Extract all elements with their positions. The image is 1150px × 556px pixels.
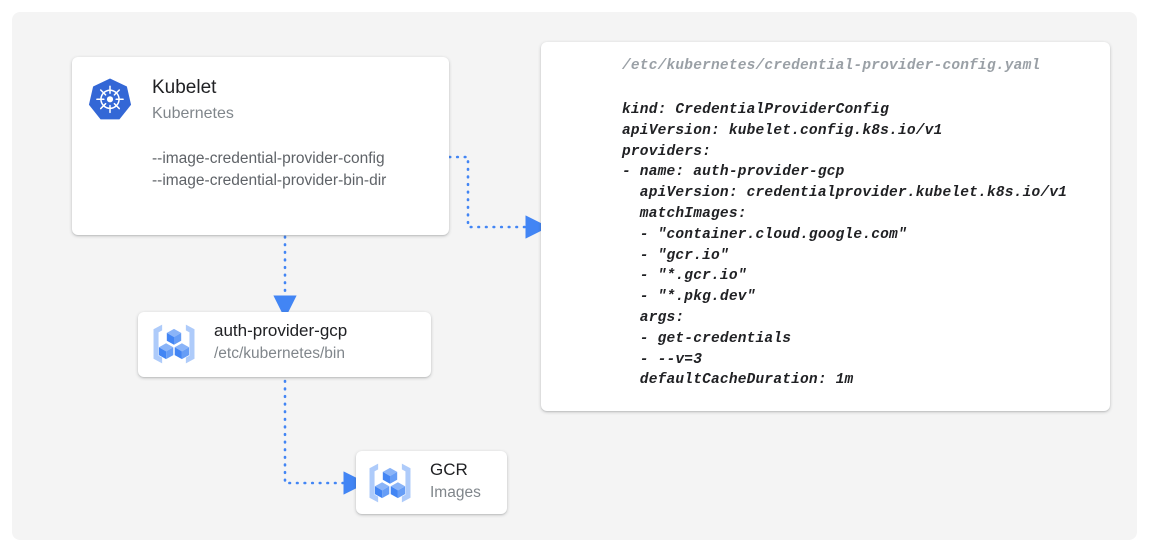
container-registry-icon [369, 463, 411, 503]
yaml-content: kind: CredentialProviderConfig apiVersio… [622, 102, 1068, 389]
gcr-card[interactable]: GCR Images [356, 451, 507, 514]
kubelet-flag-config: --image-credential-provider-config [152, 150, 385, 167]
kubelet-flag-bin-dir: --image-credential-provider-bin-dir [152, 172, 387, 189]
gcr-title: GCR [430, 460, 468, 479]
yaml-file-path: /etc/kubernetes/credential-provider-conf… [622, 58, 1041, 74]
kubelet-title: Kubelet [152, 77, 217, 98]
kubernetes-logo-icon [88, 78, 132, 120]
kubelet-card[interactable]: Kubelet Kubernetes --image-credential-pr… [72, 57, 449, 235]
kubelet-subtitle: Kubernetes [152, 105, 234, 122]
container-registry-icon [153, 324, 195, 364]
gcr-subtitle: Images [430, 484, 481, 501]
auth-provider-title: auth-provider-gcp [214, 321, 348, 340]
auth-provider-gcp-card[interactable]: auth-provider-gcp /etc/kubernetes/bin [138, 312, 431, 377]
auth-provider-path: /etc/kubernetes/bin [214, 345, 345, 362]
credential-provider-config-card[interactable]: /etc/kubernetes/credential-provider-conf… [541, 42, 1110, 411]
